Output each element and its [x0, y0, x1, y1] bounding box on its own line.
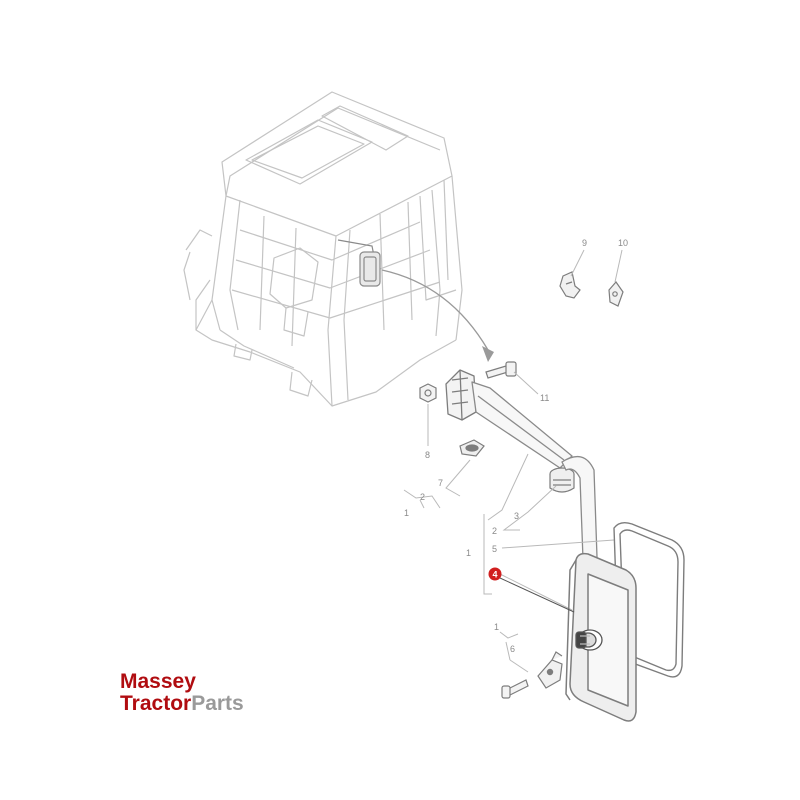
tractor-cab-illustration — [183, 91, 463, 407]
bolt-part-11 — [485, 361, 517, 379]
clip-part-10 — [608, 281, 624, 307]
callout-6: 6 — [510, 644, 515, 654]
brand-logo: Massey TractorParts — [120, 670, 244, 715]
cab-mirror-thumbnail — [337, 239, 381, 287]
callout-8: 8 — [425, 450, 430, 460]
bracket-leaders-lower — [499, 631, 529, 673]
logo-line-2: TractorParts — [120, 692, 244, 715]
logo-word-tractor: Tractor — [120, 692, 191, 715]
callout-9: 9 — [582, 238, 587, 248]
locator-arrow — [381, 269, 494, 362]
mirror-arm — [471, 381, 573, 469]
callout-1b: 1 — [466, 548, 471, 558]
leader-4 — [499, 577, 575, 613]
callout-3: 3 — [514, 511, 519, 521]
leader-9 — [570, 249, 585, 277]
logo-line-1: Massey — [120, 670, 196, 693]
leader-11 — [513, 371, 539, 395]
highlight-marker-4: 4 — [488, 567, 502, 581]
callout-2b: 2 — [492, 526, 497, 536]
callout-10: 10 — [618, 238, 628, 248]
bracket-leaders-left — [403, 459, 471, 509]
bracket-leaders-center — [483, 453, 615, 611]
nut-part-8 — [419, 383, 437, 403]
logo-word-parts: Parts — [191, 692, 244, 715]
clamp-part-6 — [537, 651, 563, 689]
callout-1a: 1 — [404, 508, 409, 518]
leader-10 — [614, 249, 623, 283]
callout-2a: 2 — [420, 492, 425, 502]
mirror-arm-bracket — [445, 369, 477, 421]
callout-7: 7 — [438, 478, 443, 488]
callout-1c: 1 — [494, 622, 499, 632]
callout-5: 5 — [492, 544, 497, 554]
callout-4: 4 — [492, 570, 497, 580]
mirror-housing — [565, 552, 637, 722]
clip-part-9 — [559, 271, 581, 299]
screw-part — [501, 679, 529, 699]
swivel-joint-part-3 — [549, 467, 575, 493]
callout-11: 11 — [540, 393, 549, 403]
spacer-part-7 — [459, 439, 485, 457]
mirror-adjust-knob — [575, 629, 603, 651]
